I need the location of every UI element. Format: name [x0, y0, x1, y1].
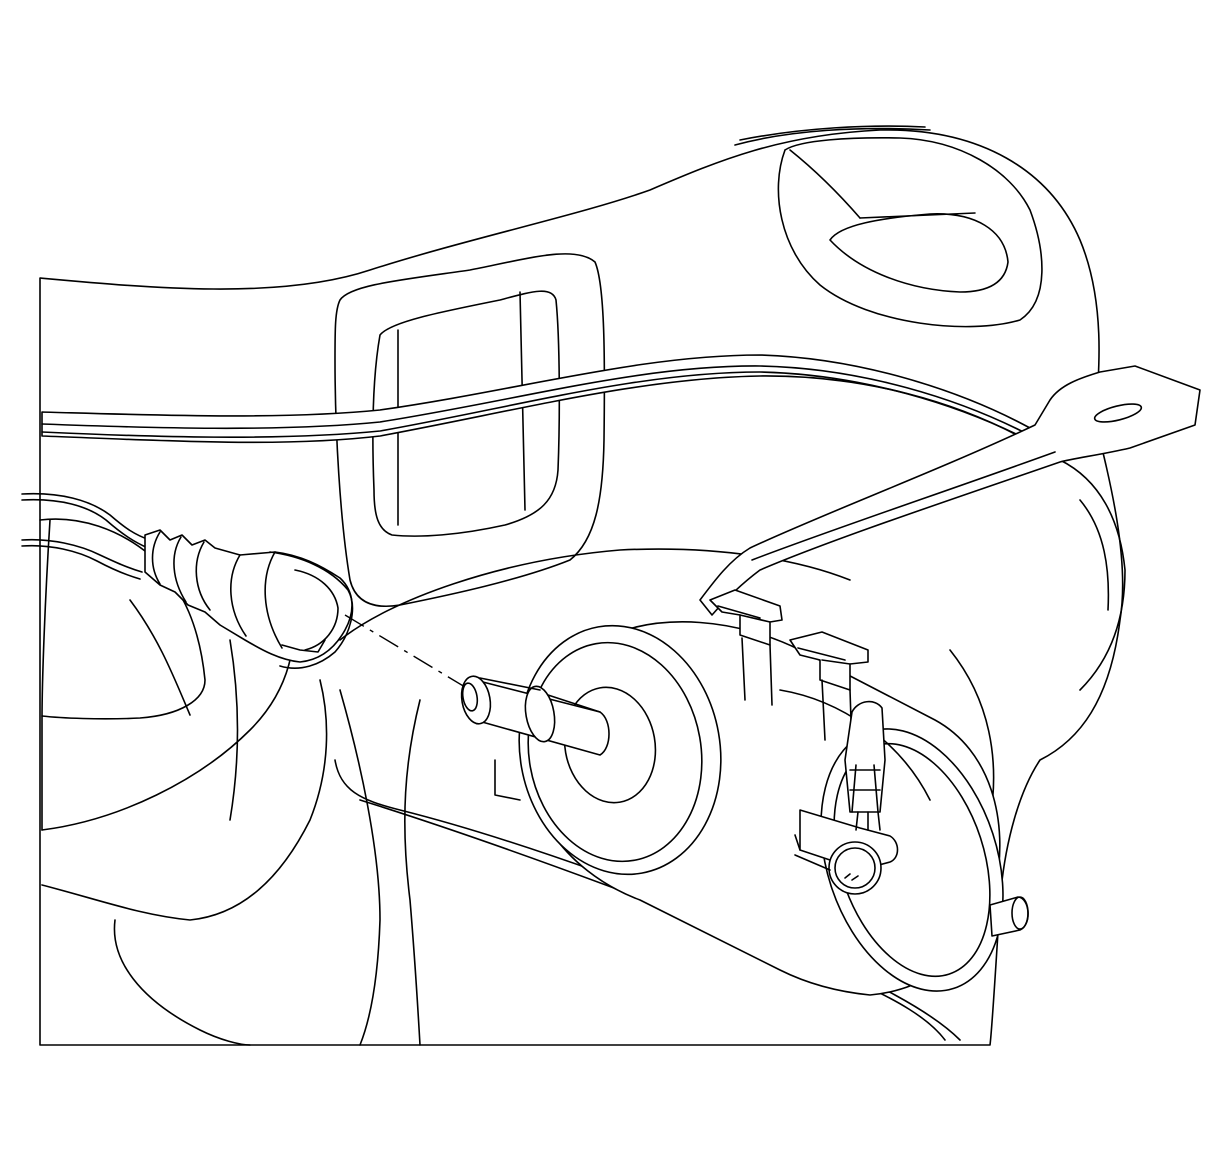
filter-bracket-connector [795, 702, 898, 894]
filter-pipe-bead [521, 684, 558, 744]
filter-pipe-tip [458, 674, 494, 726]
tank-top-lip-inner [740, 126, 925, 140]
fuel-line-lower [22, 540, 142, 572]
strap-arm-edge [752, 452, 1055, 560]
tank-recess-right-ridge [790, 150, 860, 218]
tank-bay-upper [340, 549, 850, 640]
quick-connect-rib3 [196, 542, 210, 610]
strap-edge-low [42, 372, 1036, 444]
clip-upper-left-detail [718, 606, 770, 622]
quick-connect-retainer-inner [295, 570, 338, 650]
tank-right-bulge [1060, 460, 1125, 690]
filter-bay-bracket [495, 760, 520, 800]
tank-recess-center-inner [373, 291, 559, 536]
fuel-line-upper [22, 494, 150, 540]
tank-stud [990, 897, 1028, 936]
filter-pipe-bore [461, 682, 480, 712]
filter-mounting-clips [710, 590, 868, 750]
fuel-line-upper2 [22, 500, 148, 548]
bracket-bolt-mark [845, 874, 858, 880]
tank-left-bulge [40, 519, 205, 719]
fuel-line-assembly [22, 494, 352, 668]
bracket-arm-lower [795, 835, 830, 870]
tank-inner-left-curve [230, 640, 238, 820]
bracket-bolt-washer [835, 848, 875, 888]
tank-left-lower-curve2 [42, 680, 327, 920]
tank-strap [42, 355, 1200, 615]
quick-connect-rib5 [265, 552, 282, 648]
tank-bottom-curve [114, 920, 250, 1045]
tank-top-lip [735, 129, 930, 145]
alignment-centerline [345, 615, 470, 690]
clip-upper-left [710, 590, 782, 645]
connector-ribs [850, 765, 880, 812]
tank-right-bulge2 [1080, 500, 1108, 610]
connector-pins [856, 812, 880, 830]
quick-connect-rib2 [174, 537, 186, 602]
strap-arm [700, 366, 1200, 615]
quick-connect-retainer-outer [270, 552, 352, 668]
filter-pipe-line [480, 678, 600, 712]
tank-left-edge [42, 520, 50, 830]
clip-upper-right-detail [798, 648, 850, 664]
stud-body [990, 897, 1028, 936]
fuel-line-lower2 [22, 546, 140, 579]
strap-edge-mid [42, 366, 1035, 438]
tank-recess-right-inner [830, 214, 1008, 292]
filter-front-boss [556, 680, 665, 810]
tank-left-bulge2 [130, 600, 190, 715]
clip-support-left [742, 638, 772, 705]
tank-recess-right-outer [778, 138, 1042, 327]
strap-bracket-slot [1093, 400, 1143, 425]
bracket-bolt-head [829, 842, 881, 894]
tank-recess-right-ridge2 [860, 213, 975, 218]
stud-tip [1012, 897, 1028, 929]
tank-mid-curve [405, 700, 420, 1045]
quick-connect-tab [282, 640, 325, 652]
filter-front-cap [500, 610, 740, 891]
connector-housing [845, 702, 885, 812]
quick-connect-rib1 [153, 532, 161, 584]
filter-front-cap-ring [511, 629, 719, 876]
quick-connect-rib4 [231, 555, 246, 636]
tank-bottom-curve2 [340, 690, 380, 1045]
